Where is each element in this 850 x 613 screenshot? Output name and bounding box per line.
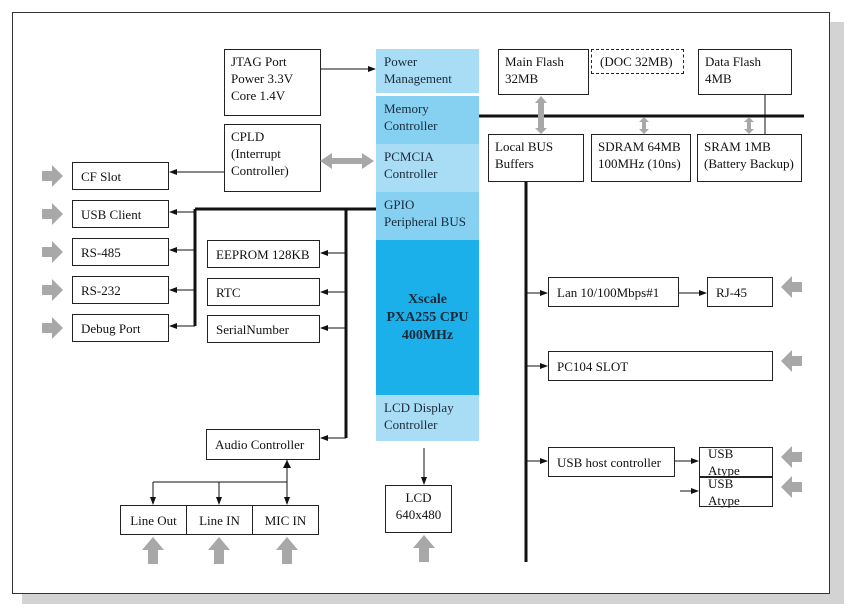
- usb-atype-block-2: USB Atype: [699, 476, 773, 508]
- lan-block: Lan 10/100Mbps#1: [548, 277, 679, 307]
- eeprom-block: EEPROM 128KB: [207, 240, 320, 268]
- data-flash-block: Data Flash 4MB: [698, 49, 792, 95]
- rs232-block: RS-232: [72, 276, 169, 304]
- rtc-block: RTC: [207, 278, 320, 306]
- audio-controller-block: Audio Controller: [206, 429, 320, 460]
- line-in-block: Line IN: [186, 505, 253, 535]
- pc104-slot-block: PC104 SLOT: [548, 351, 773, 381]
- jtag-port-block: JTAG Port Power 3.3V Core 1.4V: [224, 49, 321, 116]
- usb-atype-block-1: USB Atype: [699, 446, 773, 478]
- cpu-core: Xscale PXA255 CPU 400MHz: [376, 240, 479, 395]
- rs485-block: RS-485: [72, 238, 169, 266]
- sram-block: SRAM 1MB (Battery Backup): [697, 134, 802, 182]
- cpu-memory-controller: Memory Controller: [376, 96, 479, 144]
- debug-port-block: Debug Port: [72, 314, 169, 342]
- rj45-block: RJ-45: [707, 277, 773, 307]
- mic-in-block: MIC IN: [252, 505, 319, 535]
- main-flash-block: Main Flash 32MB: [498, 49, 589, 95]
- cpu-lcd-controller: LCD Display Controller: [376, 395, 479, 441]
- line-out-block: Line Out: [120, 505, 187, 535]
- lcd-block: LCD 640x480: [385, 485, 452, 533]
- serial-number-block: SerialNumber: [207, 315, 320, 343]
- usb-client-block: USB Client: [72, 200, 169, 228]
- doc-block: (DOC 32MB): [591, 49, 684, 74]
- cpu-gpio-bus: GPIO Peripheral BUS: [376, 192, 479, 240]
- cpld-block: CPLD (Interrupt Controller): [224, 124, 321, 192]
- local-bus-buffers-block: Local BUS Buffers: [488, 134, 584, 182]
- usb-host-controller-block: USB host controller: [548, 447, 675, 477]
- cpu-pcmcia-controller: PCMCIA Controller: [376, 144, 479, 192]
- cpu-power-management: Power Management: [376, 49, 479, 93]
- sdram-block: SDRAM 64MB 100MHz (10ns): [591, 134, 691, 182]
- cf-slot-block: CF Slot: [72, 162, 169, 190]
